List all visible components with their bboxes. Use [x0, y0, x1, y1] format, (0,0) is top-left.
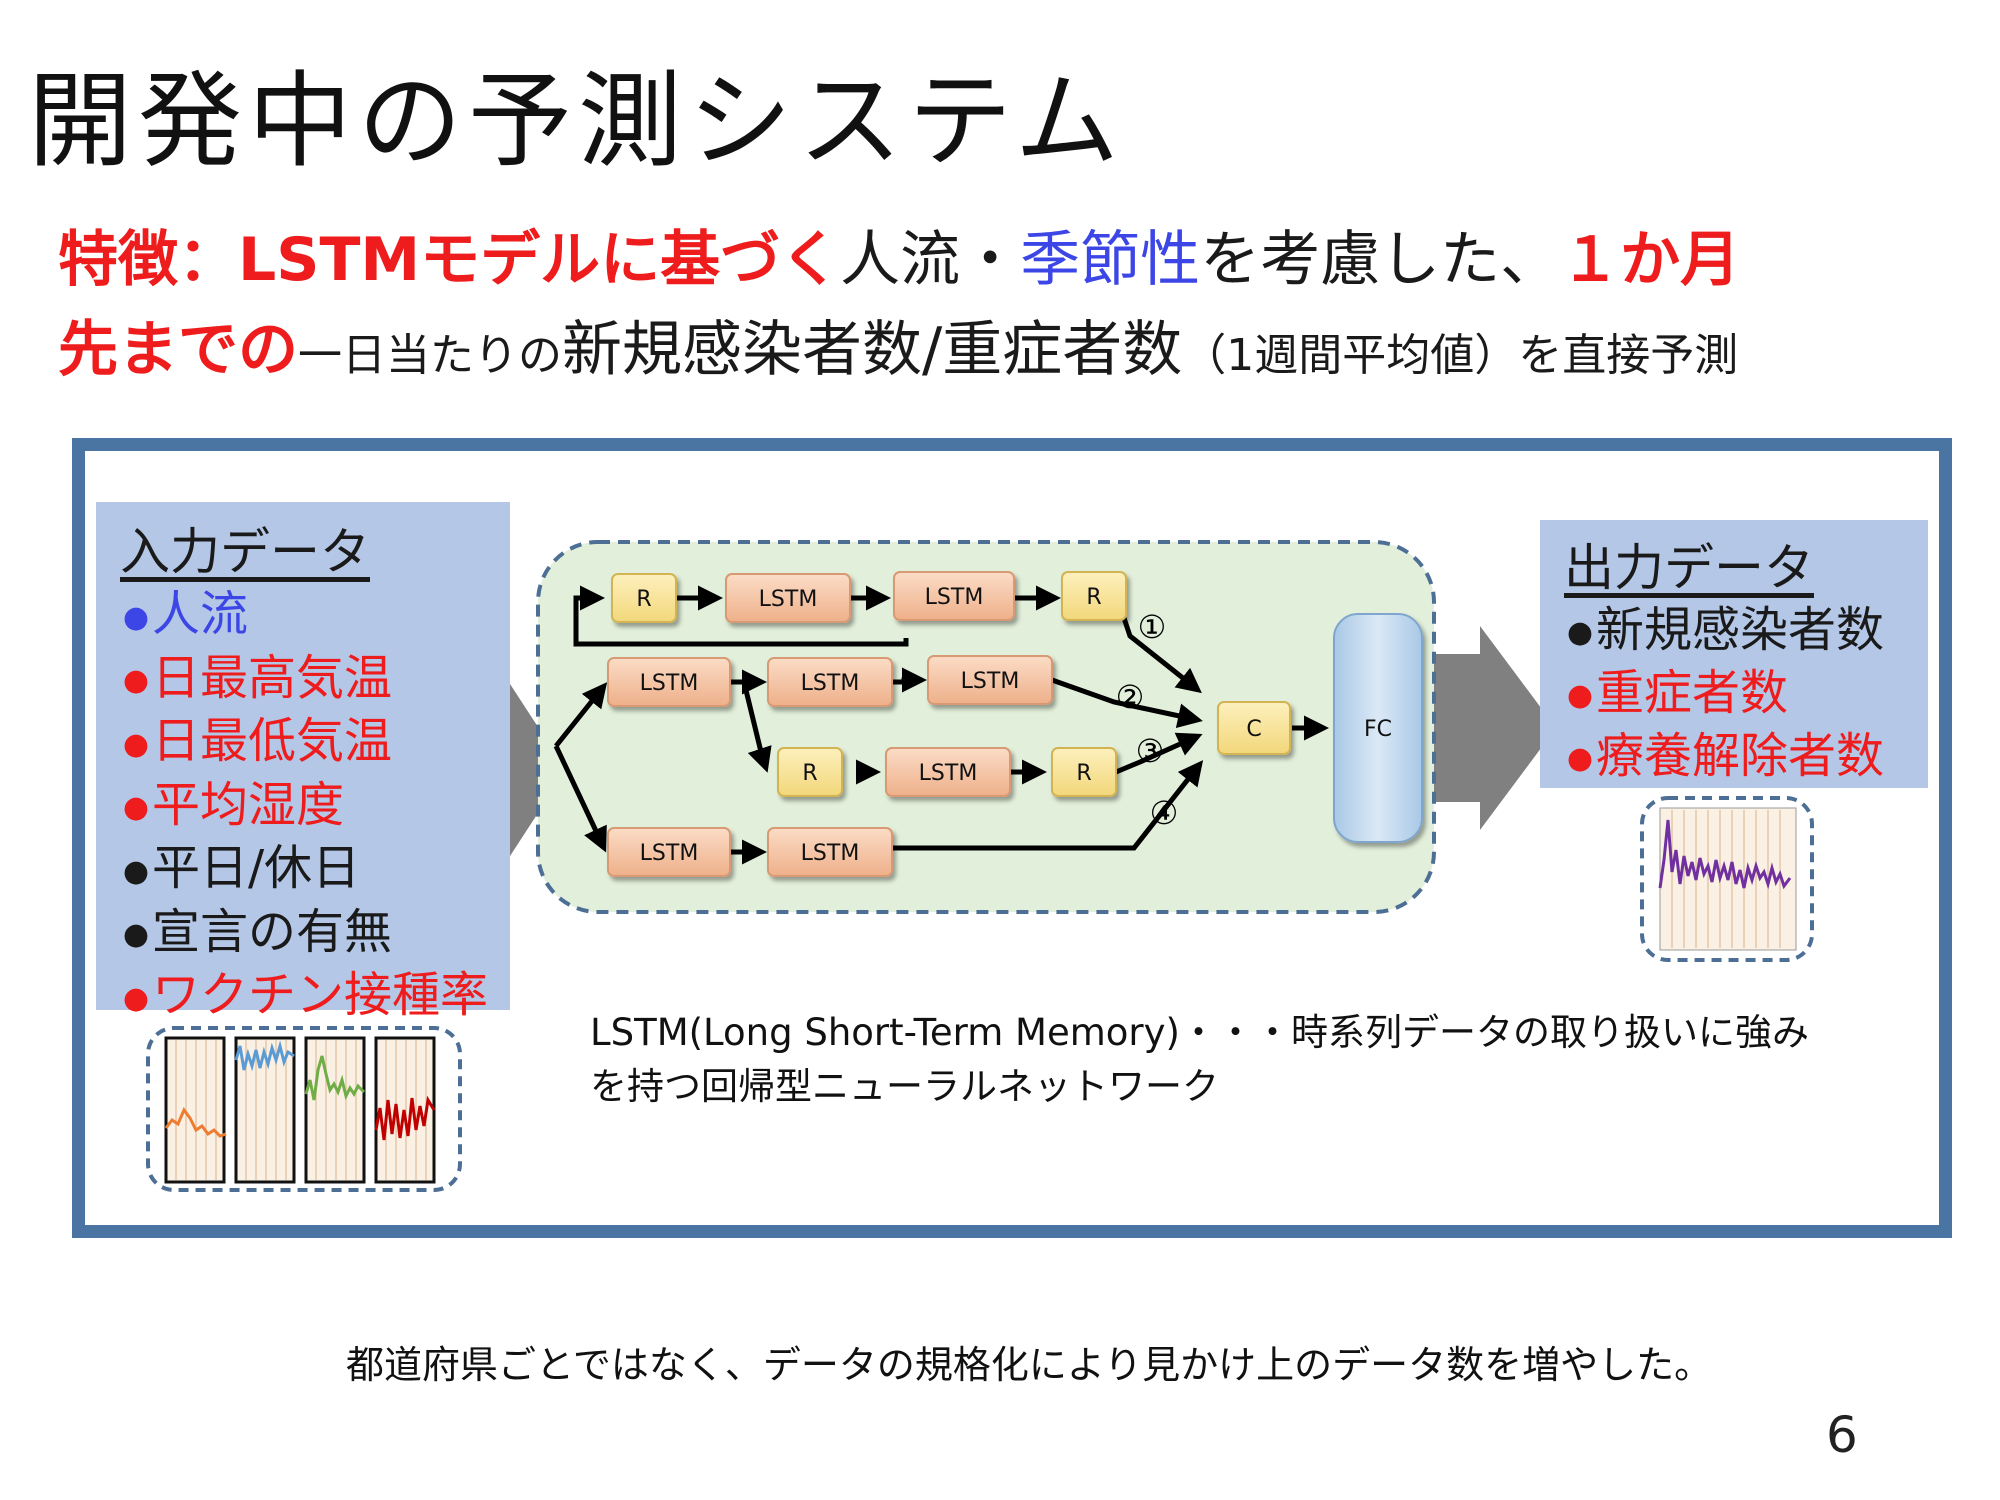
input-data-title: 入力データ — [120, 523, 370, 581]
lstm-box — [893, 571, 1015, 621]
output-data-item: ●重症者数 — [1564, 663, 1928, 726]
lstm-label: LSTM — [640, 841, 699, 866]
output-series-thumbnail — [1640, 796, 1814, 962]
r-label: R — [1086, 585, 1101, 610]
output-data-list: ●新規感染者数 ●重症者数 ●療養解除者数 — [1564, 600, 1928, 789]
lstm-label: LSTM — [801, 841, 860, 866]
lstm-box — [927, 655, 1053, 705]
slide-title: 開発中の予測システム — [28, 60, 1125, 182]
output-data-item: ●療養解除者数 — [1564, 726, 1928, 789]
feature-small-text: 一日当たりの — [298, 330, 562, 381]
branch-label-4: ④ — [1150, 794, 1179, 832]
lstm-box — [725, 573, 851, 623]
r-box — [777, 747, 843, 797]
branch-label-1: ① — [1138, 608, 1167, 646]
input-data-item: ●平均湿度 — [120, 775, 510, 839]
bullet: ● — [122, 853, 150, 889]
lstm-label: LSTM — [925, 585, 984, 610]
fc-box — [1333, 613, 1423, 843]
concat-box — [1217, 701, 1291, 755]
feature-small-text: （1週間平均値）を直接予測 — [1182, 330, 1739, 381]
feature-horizon-suffix: 先までの — [58, 315, 298, 385]
feature-text: 人流・ — [840, 225, 1021, 295]
output-data-item: ●新規感染者数 — [1564, 600, 1928, 663]
bullet: ● — [1566, 615, 1594, 650]
bullet: ● — [122, 917, 150, 952]
page-number: 6 — [1826, 1406, 1858, 1464]
r-box — [1061, 571, 1127, 621]
fc-label: FC — [1364, 717, 1392, 742]
lstm-label: LSTM — [919, 761, 978, 786]
lstm-description: LSTM(Long Short-Term Memory)・・・時系列データの取り… — [590, 1006, 1809, 1114]
lstm-label: LSTM — [801, 671, 860, 696]
network-background — [536, 540, 1436, 914]
input-data-item: ●宣言の有無 — [120, 902, 510, 966]
input-data-item: ●ワクチン接種率 — [120, 965, 510, 1029]
r-label: R — [1076, 761, 1091, 786]
r-box — [1051, 747, 1117, 797]
input-data-panel: 入力データ ●人流 ●日最高気温 ●日最低気温 ●平均湿度 ●平日/休日 ●宣言… — [96, 502, 510, 1023]
branch-label-2: ② — [1116, 678, 1145, 716]
r-box — [611, 573, 677, 623]
bullet: ● — [122, 663, 150, 698]
lstm-label: LSTM — [961, 669, 1020, 694]
lstm-box — [607, 827, 731, 877]
bullet: ● — [1566, 678, 1594, 713]
output-arrow — [1414, 626, 1556, 830]
input-data-item: ●日最高気温 — [120, 648, 510, 712]
lstm-box — [885, 747, 1011, 797]
bullet: ● — [122, 980, 150, 1016]
bullet: ● — [122, 790, 150, 825]
feature-line-2: 先までの一日当たりの新規感染者数/重症者数（1週間平均値）を直接予測 — [58, 310, 1738, 396]
bullet: ● — [122, 726, 150, 762]
r-label: R — [802, 761, 817, 786]
lstm-box — [767, 657, 893, 707]
input-series-thumbnails — [146, 1026, 462, 1192]
feature-seasonality: 季節性 — [1020, 225, 1201, 295]
footer-note: 都道府県ごとではなく、データの規格化により見かけ上のデータ数を増やした。 — [346, 1343, 1713, 1387]
bullet: ● — [1566, 741, 1594, 776]
lstm-box — [767, 827, 893, 877]
lstm-box — [607, 657, 731, 707]
branch-label-3: ③ — [1136, 732, 1165, 770]
lstm-description-line-2: を持つ回帰型ニューラルネットワーク — [590, 1065, 1219, 1108]
lstm-description-line-1: LSTM(Long Short-Term Memory)・・・時系列データの取り… — [590, 1011, 1809, 1054]
feature-horizon: １か月 — [1560, 225, 1741, 295]
output-data-panel: 出力データ ●新規感染者数 ●重症者数 ●療養解除者数 — [1540, 520, 1928, 788]
bullet: ● — [122, 599, 150, 635]
input-data-item: ●人流 — [120, 584, 510, 648]
feature-line-1: 特徴：LSTMモデルに基づく人流・季節性を考慮した、１か月 — [58, 220, 1740, 300]
input-thumb-frames — [164, 1036, 436, 1184]
feature-text: を考慮した、 — [1200, 225, 1561, 295]
lstm-label: LSTM — [759, 587, 818, 612]
input-data-item: ●日最低気温 — [120, 711, 510, 775]
feature-highlight: 特徴：LSTMモデルに基づく — [58, 225, 841, 295]
lstm-label: LSTM — [640, 671, 699, 696]
concat-label: C — [1246, 717, 1261, 742]
r-label: R — [636, 587, 651, 612]
output-data-title: 出力データ — [1564, 539, 1814, 597]
input-data-list: ●人流 ●日最高気温 ●日最低気温 ●平均湿度 ●平日/休日 ●宣言の有無 ●ワ… — [120, 584, 510, 1029]
feature-targets: 新規感染者数/重症者数 — [562, 315, 1183, 385]
input-data-item: ●平日/休日 — [120, 838, 510, 902]
